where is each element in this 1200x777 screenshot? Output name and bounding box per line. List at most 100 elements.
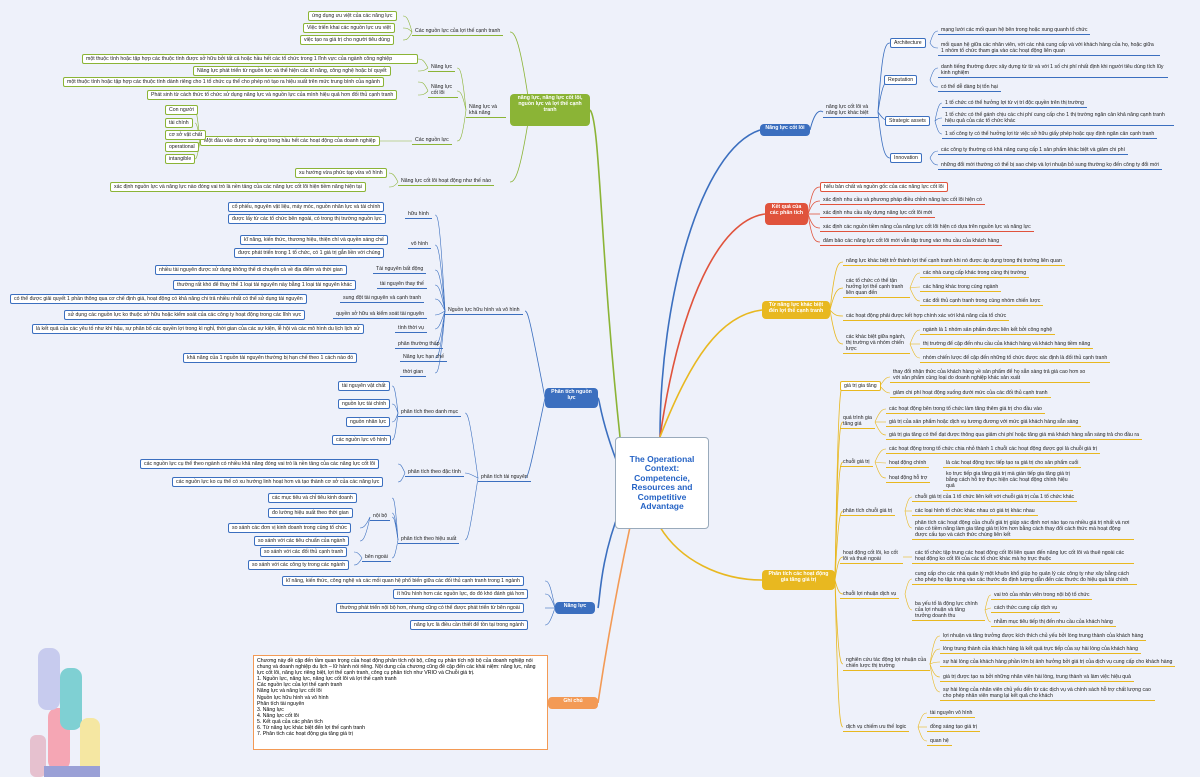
value-process-item[interactable]: giá trị của sản phẩm hoặc dịch vụ tương … — [886, 418, 1082, 427]
sources-advantage-item[interactable]: việc tạo ra giá trị cho người tiêu dùng — [300, 35, 394, 45]
note-text[interactable]: Chương này đề cập đến tầm quan trọng của… — [253, 655, 548, 750]
resource-type-item[interactable]: cơ sở vật chất — [165, 130, 207, 140]
resource-type-item[interactable]: tài chính — [165, 118, 193, 128]
conflict-node[interactable]: sung đột tài nguyên và cạnh tranh — [340, 294, 425, 303]
reputation-item[interactable]: danh tiếng thường được xây dựng từ từ và… — [938, 63, 1168, 78]
category-item[interactable]: tài nguyên vật chất — [338, 381, 390, 391]
value-added-node[interactable]: giá trị gia tăng — [840, 381, 881, 391]
service-dominant-item[interactable]: đồng sáng tạo giá trị — [927, 723, 981, 732]
service-dominant-item[interactable]: quan hệ — [927, 737, 952, 746]
advantage-parent[interactable]: các tổ chức có thể tận hưởng lợi thế cạn… — [843, 277, 910, 298]
core-capability-item[interactable]: một thuộc tính hoặc tập hợp các thuộc tí… — [63, 77, 384, 87]
advantage-item[interactable]: các đối thủ cạnh tranh trong cùng nhóm c… — [920, 297, 1044, 306]
capability-detail-item[interactable]: kĩ năng, kiến thức, công nghệ và các mối… — [282, 576, 524, 586]
market-strategy-item[interactable]: giá trị được tạo ra bởi những nhân viên … — [940, 673, 1134, 682]
internal-item[interactable]: so sánh với các tiêu chuẩn của ngành — [254, 536, 350, 546]
tangible-item[interactable]: cổ phiếu, nguyên vật liệu, máy móc, nguồ… — [228, 202, 385, 212]
resource-type-item[interactable]: Con người — [165, 105, 198, 115]
time-node[interactable]: thời gian — [400, 368, 427, 377]
support-activity-node[interactable]: hoạt động hỗ trợ — [886, 474, 931, 483]
external-item[interactable]: so sánh với các công ty trong các ngành — [248, 560, 350, 570]
primary-activity-node[interactable]: hoạt động chính — [886, 459, 930, 468]
service-dominant-node[interactable]: dịch vụ chiếm ưu thế logic — [843, 723, 910, 732]
value-chain-item[interactable]: các hoạt động trong tổ chức chia nhỏ thà… — [886, 445, 1100, 454]
performance-item[interactable]: các mục tiêu và chỉ tiêu kinh doanh — [268, 493, 357, 503]
tangible-node[interactable]: hữu hình — [405, 210, 432, 219]
core-activity-item[interactable]: các tổ chức tập trung các hoạt động cốt … — [912, 549, 1134, 564]
branch-phan-tich-nguon-luc[interactable]: Phân tích nguồn lực — [545, 388, 598, 408]
resources-node[interactable]: Các nguồn lực — [412, 136, 452, 145]
core-work-node[interactable]: Năng lực cốt lõi hoạt động như thế nào — [398, 177, 495, 186]
value-added-item[interactable]: giảm chi phí hoạt động xuống dưới mức củ… — [890, 389, 1051, 398]
substitute-node[interactable]: tài nguyên thay thế — [377, 280, 427, 289]
core-activity-node[interactable]: hoạt động cốt lõi, ko cốt lõi và thuê ng… — [840, 549, 903, 564]
architecture-node[interactable]: Architecture — [890, 38, 926, 48]
reputation-item[interactable]: có thể dễ dàng bị tổn hại — [938, 83, 1001, 92]
branch-tu-nang-luc[interactable]: Từ năng lực khác biệt đến lợi thế cạnh t… — [762, 301, 830, 319]
value-chain-analysis-item[interactable]: các loại hình tổ chức khác nhau có giá t… — [912, 507, 1038, 516]
support-activity-item[interactable]: ko trực tiếp gia tăng giá trị mà gián ti… — [943, 470, 1073, 491]
advantage-item[interactable]: ngành là 1 nhóm sản phẩm được liên kết b… — [920, 326, 1056, 335]
category-item[interactable]: nguồn lực tài chính — [338, 399, 391, 409]
innovation-item[interactable]: các công ty thường có khả năng cung cấp … — [938, 146, 1128, 155]
advantage-item[interactable]: thị trường để cập đến nhu cầu của khách … — [920, 340, 1094, 349]
primary-activity-item[interactable]: là các hoạt động trực tiếp tạo ra giá tr… — [943, 459, 1082, 468]
ownership-item[interactable]: sử dụng các nguồn lực ko thuộc sở hữu ho… — [64, 310, 306, 320]
value-process-node[interactable]: quá trình gia tăng giá — [840, 414, 875, 429]
market-strategy-item[interactable]: sự hài lòng của khách hàng phần lớn bị ả… — [940, 658, 1176, 667]
resource-analysis-node[interactable]: phân tích tài nguyên — [478, 473, 531, 482]
market-strategy-node[interactable]: nghiên cứu tác động lợi nhuận của chiến … — [843, 656, 930, 671]
capability-label[interactable]: Năng lực — [428, 63, 456, 72]
capability-node[interactable]: Năng lực và khả năng — [466, 103, 506, 118]
strategic-assets-item[interactable]: 1 số công ty có thể hưởng lợi từ việc sở… — [942, 130, 1158, 139]
advantage-item[interactable]: các nhà cung cấp khác trong cùng thị trư… — [920, 269, 1030, 278]
internal-node[interactable]: nội bộ — [370, 512, 391, 521]
value-chain-analysis-item[interactable]: phân tích các hoạt động của chuỗi giá tr… — [912, 519, 1134, 540]
limited-capacity-node[interactable]: Năng lực hạn chế — [400, 353, 447, 362]
value-chain-node[interactable]: chuỗi giá trị — [840, 458, 873, 467]
tangible-intangible-node[interactable]: Nguồn lực hữu hình và vô hình — [445, 306, 523, 315]
performance-item[interactable]: đo lường hiệu suất theo thời gian — [268, 508, 353, 518]
immovable-item[interactable]: nhiều tài nguyên được sử dụng không thể … — [155, 265, 347, 275]
capability-detail-item[interactable]: thường phát triển nội bộ hơn, nhưng cũng… — [336, 603, 524, 613]
category-item[interactable]: nguồn nhân lực — [346, 417, 391, 427]
strategic-assets-item[interactable]: 1 tổ chức có thể gánh chịu các chi phí c… — [942, 111, 1174, 126]
result-item[interactable]: xác định nhu cầu và phương pháp điều chỉ… — [820, 196, 985, 205]
resource-type-item[interactable]: intangible — [165, 154, 196, 164]
core-competence-parent[interactable]: năng lực cốt lõi và năng lực khác biệt — [823, 103, 878, 118]
branch-ghi-chu[interactable]: Ghi chú — [548, 697, 598, 709]
advantage-item[interactable]: năng lực khác biệt trở thành lợi thế cạn… — [843, 257, 1065, 266]
branch-phan-tich-hoat-dong[interactable]: Phân tích các hoạt động gia tăng giá trị — [762, 570, 835, 590]
service-profit-chain-node[interactable]: chuỗi lợi nhuận dịch vụ — [840, 590, 900, 599]
advantage-item[interactable]: các hoạt động phải được kết hợp chính xá… — [843, 312, 1010, 321]
innovation-node[interactable]: Innovation — [890, 153, 922, 163]
service-driver-item[interactable]: vai trò của nhân viên trong nội bộ tổ ch… — [991, 591, 1093, 600]
advantage-item[interactable]: các hãng khác trong cùng ngành — [920, 283, 1002, 292]
strategic-assets-node[interactable]: Strategic assets — [885, 116, 930, 126]
low-peak-node[interactable]: phân thường thấp — [395, 340, 443, 349]
core-capability-item[interactable]: Phát sinh từ cách thức tổ chức sử dụng n… — [147, 90, 398, 100]
branch-nang-luc-nguon-luc[interactable]: năng lực, năng lực cốt lõi, nguồn lực và… — [510, 94, 590, 126]
branch-nang-luc-cot-loi[interactable]: Năng lực cốt lõi — [760, 124, 810, 136]
characteristic-item[interactable]: các nguồn lực cụ thể theo ngành có nhiều… — [140, 459, 380, 469]
result-item[interactable]: đảm bảo các năng lực cốt lõi mới vẫn tập… — [820, 237, 1003, 246]
category-item[interactable]: các nguồn lực vô hình — [332, 435, 392, 445]
value-process-item[interactable]: các hoạt động bên trong tổ chức làm tăng… — [886, 405, 1045, 414]
branch-ket-qua[interactable]: Kết quả của các phân tích — [765, 203, 808, 225]
capability-detail-item[interactable]: ít hữu hình hơn các nguồn lực, do đó khó… — [393, 589, 529, 599]
resources-item[interactable]: Một đầu vào được sử dụng trong hầu hết c… — [200, 136, 380, 146]
core-work-item[interactable]: xu hướng vừa phức tạp vừa vô hình — [295, 168, 387, 178]
sources-advantage-item[interactable]: ứng dụng ưu việt của các năng lực — [308, 11, 397, 21]
strategic-assets-item[interactable]: 1 tổ chức có thể hưởng lợi từ vị trí độc… — [942, 99, 1087, 108]
service-dominant-item[interactable]: tài nguyên vô hình — [927, 709, 976, 718]
market-strategy-item[interactable]: lòng trung thành của khách hàng là kết q… — [940, 645, 1141, 654]
value-chain-analysis-item[interactable]: chuỗi giá trị của 1 tổ chức liên kết với… — [912, 493, 1078, 502]
substitute-item[interactable]: thường rất khó để thay thế 1 loại tài ng… — [173, 280, 357, 290]
reputation-node[interactable]: Reputation — [884, 75, 918, 85]
intangible-node[interactable]: vô hình — [408, 240, 432, 249]
architecture-item[interactable]: mạng lưới các mối quan hệ bên trong hoặc… — [938, 26, 1091, 35]
seasonality-item[interactable]: là kết quả của các yêu tố như khí hậu, s… — [32, 324, 364, 334]
conflict-item[interactable]: có thể được giải quyết 1 phần thông qua … — [10, 294, 307, 304]
central-topic[interactable]: The Operational Context: Competencie, Re… — [615, 437, 709, 529]
performance-analysis-node[interactable]: phân tích theo hiệu suất — [398, 535, 460, 544]
